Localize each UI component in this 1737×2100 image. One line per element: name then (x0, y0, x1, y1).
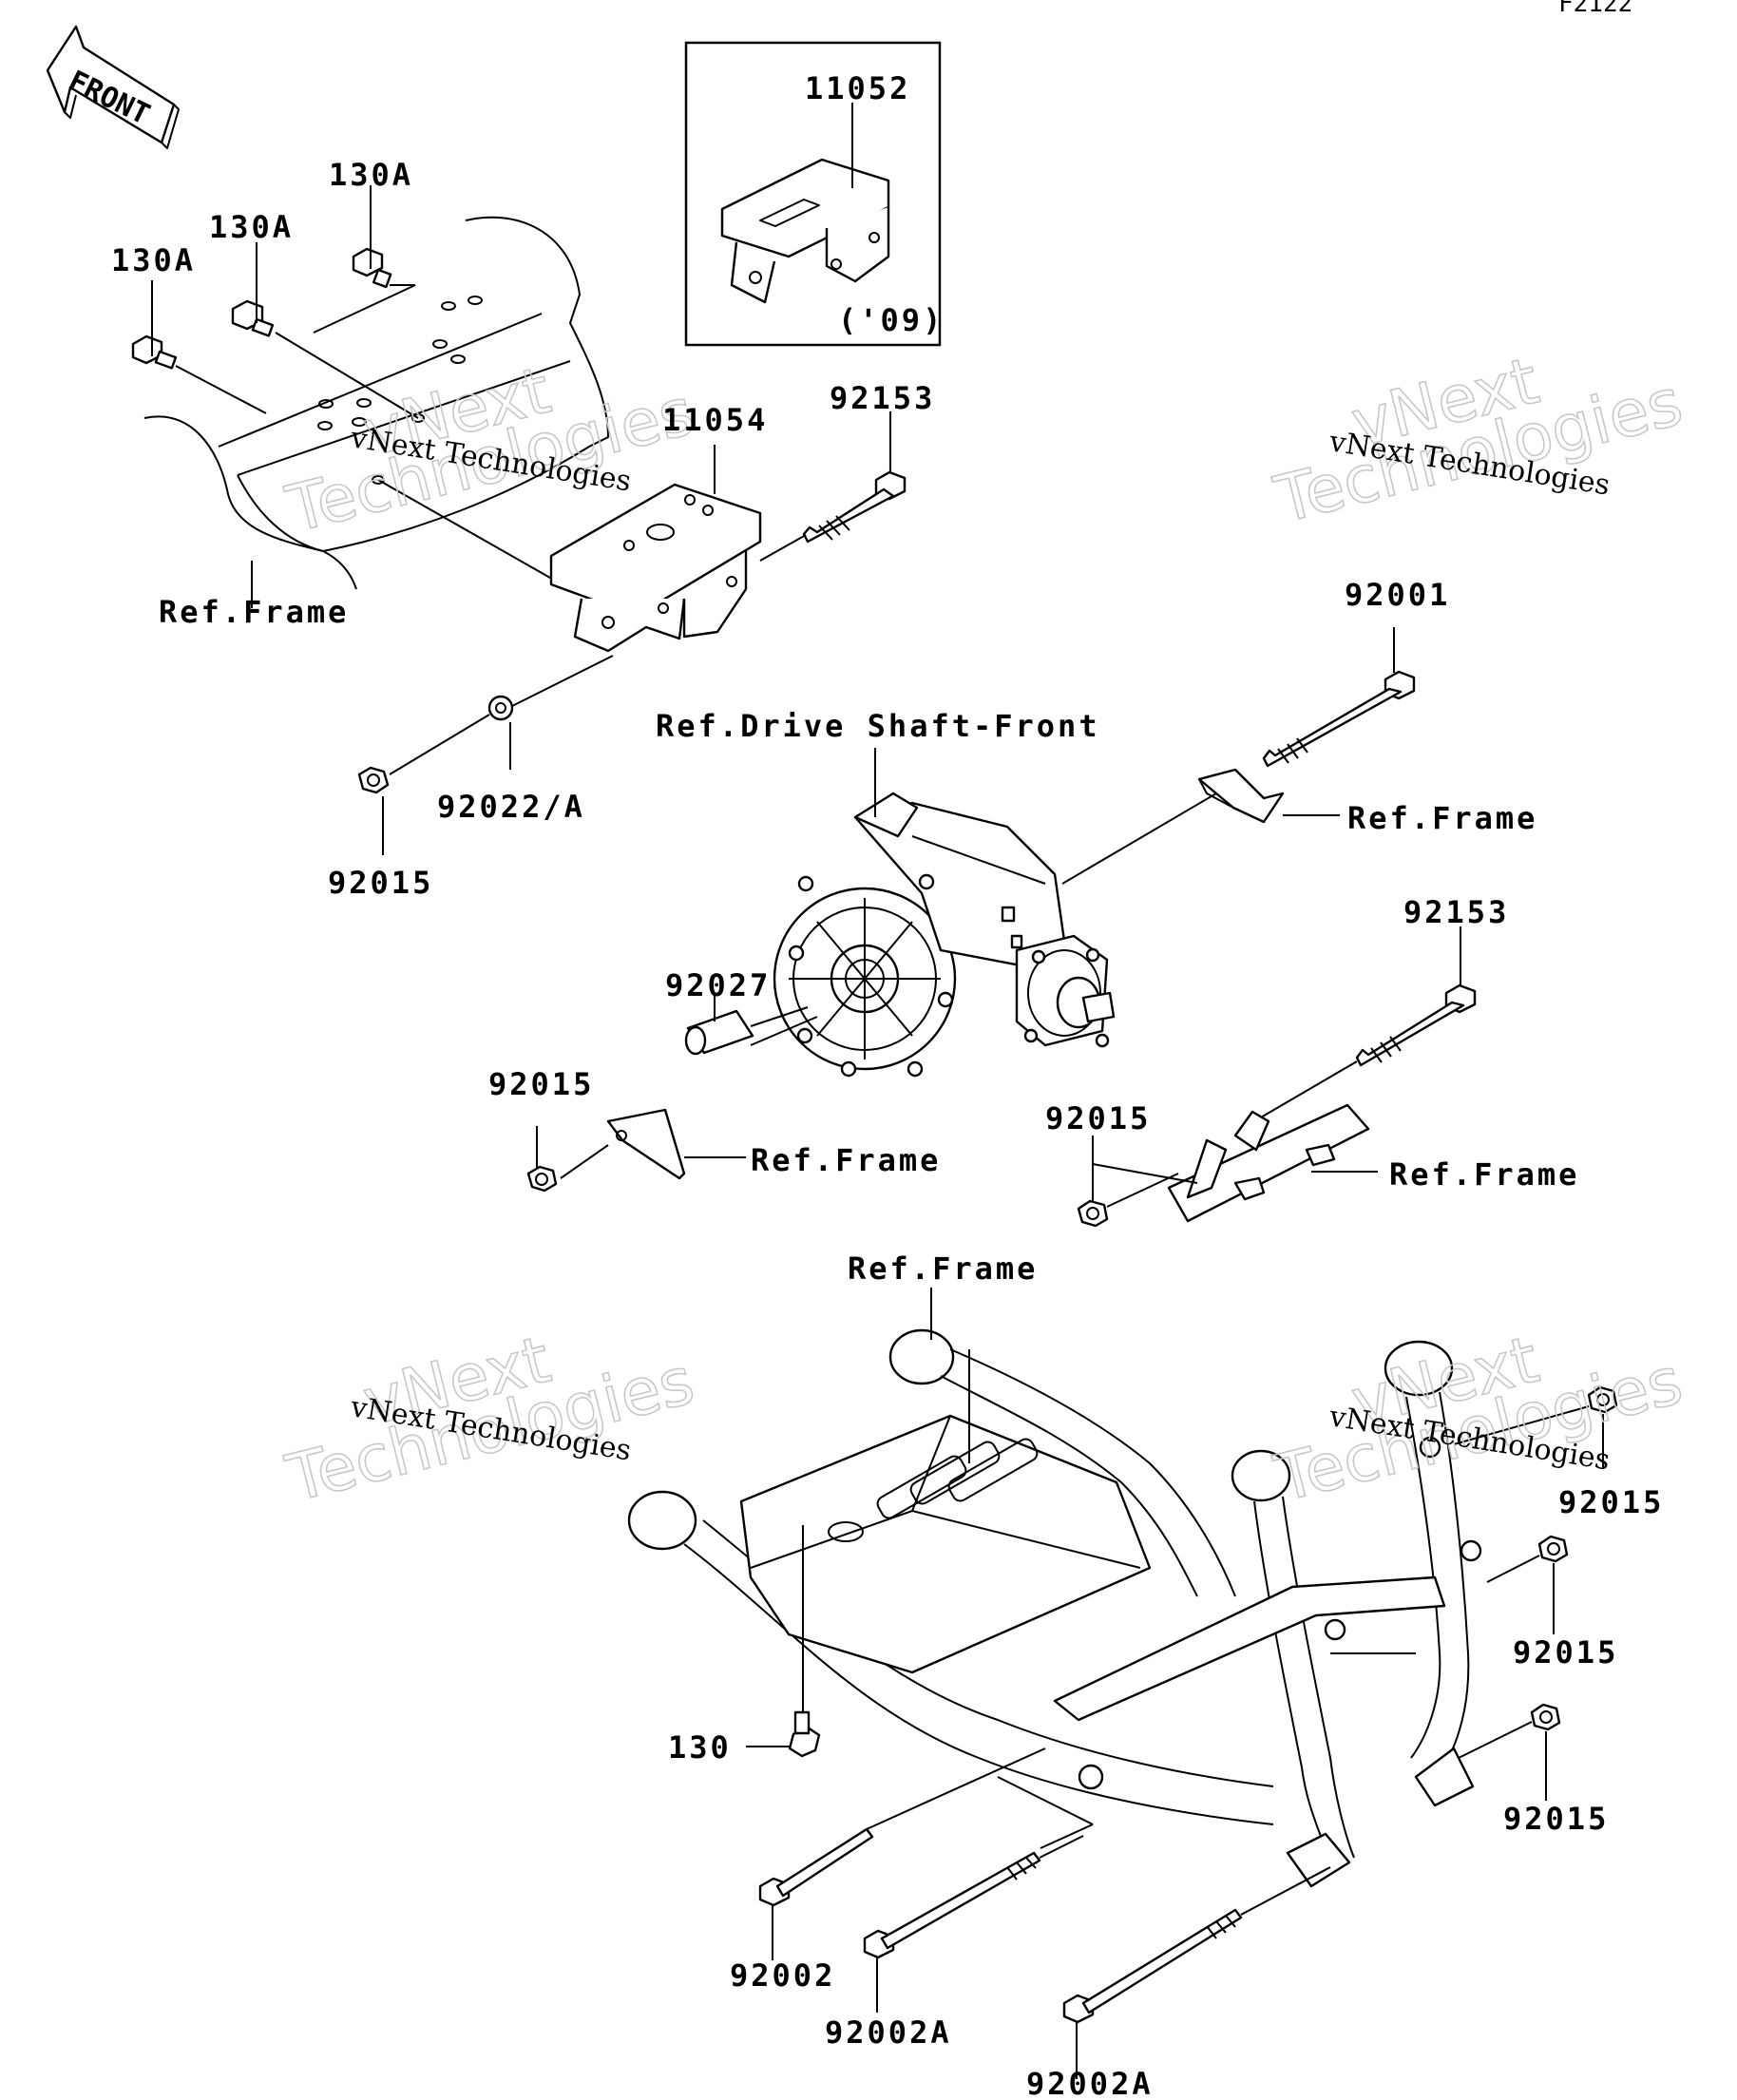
label-130: 130 (668, 1729, 732, 1766)
front-final-drive (750, 748, 1217, 1078)
label-92015-3: 92015 (1045, 1100, 1151, 1136)
label-92015-1: 92015 (328, 865, 433, 901)
nut-92015-1 (357, 766, 390, 794)
label-ref-frame-5: Ref.Frame (848, 1250, 1038, 1287)
label-92015-2: 92015 (488, 1066, 594, 1102)
label-11054: 11054 (662, 402, 768, 438)
spacer-92027 (684, 993, 809, 1056)
figure-code: F2122 (1558, 0, 1632, 18)
frame-plate-left (606, 1108, 746, 1180)
bolt-130a-3 (131, 334, 178, 370)
washer-92022a (487, 695, 514, 721)
nut-92015-4 (1453, 1385, 1618, 1468)
sub-frame-assembly (627, 1328, 1482, 1888)
front-arrow-icon: FRONT (46, 25, 180, 149)
watermark-3: vNext Technologies vNext Technologies (278, 1322, 702, 1518)
bolt-130 (746, 1710, 821, 1758)
label-92015-4: 92015 (1558, 1484, 1664, 1520)
frame-bracket-right-upper (1197, 768, 1340, 824)
nut-92015-3 (1077, 1199, 1109, 1228)
upper-frame-assembly (131, 185, 907, 855)
label-ref-frame-4: Ref.Frame (1389, 1156, 1579, 1193)
label-ref-frame-2: Ref.Frame (1347, 800, 1537, 836)
bolt-92153-top (759, 411, 907, 562)
bolt-92001 (1262, 627, 1416, 768)
bolt-92002a-2 (1062, 1866, 1331, 2079)
nut-92015-6 (1458, 1703, 1561, 1801)
inset-year-label: ('09) (838, 302, 944, 338)
label-92153-mid: 92153 (1403, 894, 1509, 930)
bolt-130a-2 (231, 299, 275, 337)
watermark-2: vNext Technologies vNext Technologies (1267, 343, 1690, 540)
label-92153-top: 92153 (830, 380, 935, 416)
nut-92015-5 (1486, 1535, 1569, 1634)
inset-11052: 11052 ('09) (684, 41, 944, 347)
label-ref-drive-shaft: Ref.Drive Shaft-Front (656, 708, 1100, 744)
label-ref-frame-3: Ref.Frame (751, 1142, 941, 1178)
label-92001: 92001 (1345, 577, 1450, 613)
bolt-92153-mid (1253, 926, 1477, 1122)
label-130a-2: 130A (209, 209, 294, 245)
label-92022a: 92022/A (437, 789, 585, 825)
label-130a-1: 130A (329, 157, 413, 193)
label-130a-3: 130A (111, 242, 196, 278)
label-92015-5: 92015 (1513, 1634, 1618, 1670)
label-92002a-2: 92002A (1026, 2066, 1154, 2095)
nut-92015-2 (526, 1165, 558, 1193)
label-ref-frame-1: Ref.Frame (159, 594, 349, 630)
label-92027: 92027 (665, 967, 771, 1003)
label-92002a-1: 92002A (825, 2014, 952, 2051)
frame-bracket-right-lower (1167, 1103, 1378, 1223)
bolt-92002 (758, 1747, 1046, 1960)
label-11052: 11052 (805, 70, 910, 106)
bolt-130a-1 (352, 247, 415, 289)
label-92015-6: 92015 (1503, 1801, 1609, 1837)
bolt-92002a-1 (863, 1835, 1084, 2013)
label-92002: 92002 (730, 1957, 835, 1994)
